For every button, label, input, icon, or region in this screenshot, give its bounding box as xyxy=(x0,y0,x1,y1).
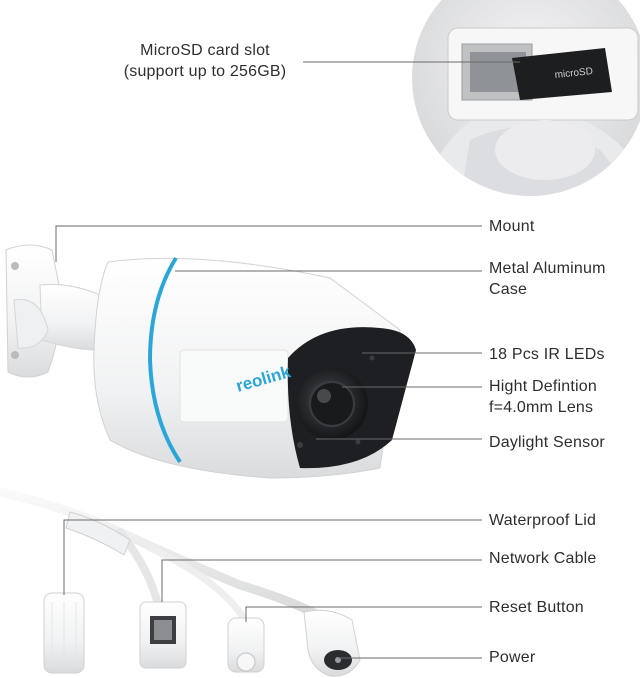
reset-button-label: Reset Button xyxy=(489,599,584,616)
microsd-slot-label-line1: MicroSD card slot xyxy=(140,42,270,59)
camera-body xyxy=(93,256,416,479)
lens-label-line2: f=4.0mm Lens xyxy=(489,399,594,416)
microsd-slot-label-line2: (support up to 256GB) xyxy=(123,63,287,80)
lens-label-line1: Hight Defintion xyxy=(489,378,597,395)
leader-network xyxy=(161,559,482,602)
leader-mount xyxy=(55,225,482,262)
waterproof-lid-label: Waterproof Lid xyxy=(489,512,597,529)
network-connector xyxy=(139,601,187,669)
cable-bundle xyxy=(0,487,325,624)
leader-lid xyxy=(63,519,482,595)
daylight-sensor-label: Daylight Sensor xyxy=(489,434,605,451)
power-connector xyxy=(303,609,361,677)
case-label-line2: Case xyxy=(489,281,528,298)
camera-mount xyxy=(5,244,113,378)
waterproof-lid-cap xyxy=(43,592,85,674)
lens-label: Hight Defintion f=4.0mm Lens xyxy=(489,376,597,418)
microsd-inset: microSD xyxy=(412,0,640,196)
case-label: Metal Aluminum Case xyxy=(489,258,606,300)
svg-text:microSD: microSD xyxy=(554,66,593,81)
lead-lines xyxy=(55,61,520,659)
leader-reset xyxy=(245,606,482,622)
power-label: Power xyxy=(489,649,536,666)
case-label-line1: Metal Aluminum xyxy=(489,260,606,277)
microsd-slot-label: MicroSD card slot (support up to 256GB) xyxy=(108,40,302,82)
mount-label: Mount xyxy=(489,218,535,235)
network-cable-label: Network Cable xyxy=(489,550,597,567)
ir-leds-label: 18 Pcs IR LEDs xyxy=(489,346,605,363)
reset-connector xyxy=(227,617,265,673)
